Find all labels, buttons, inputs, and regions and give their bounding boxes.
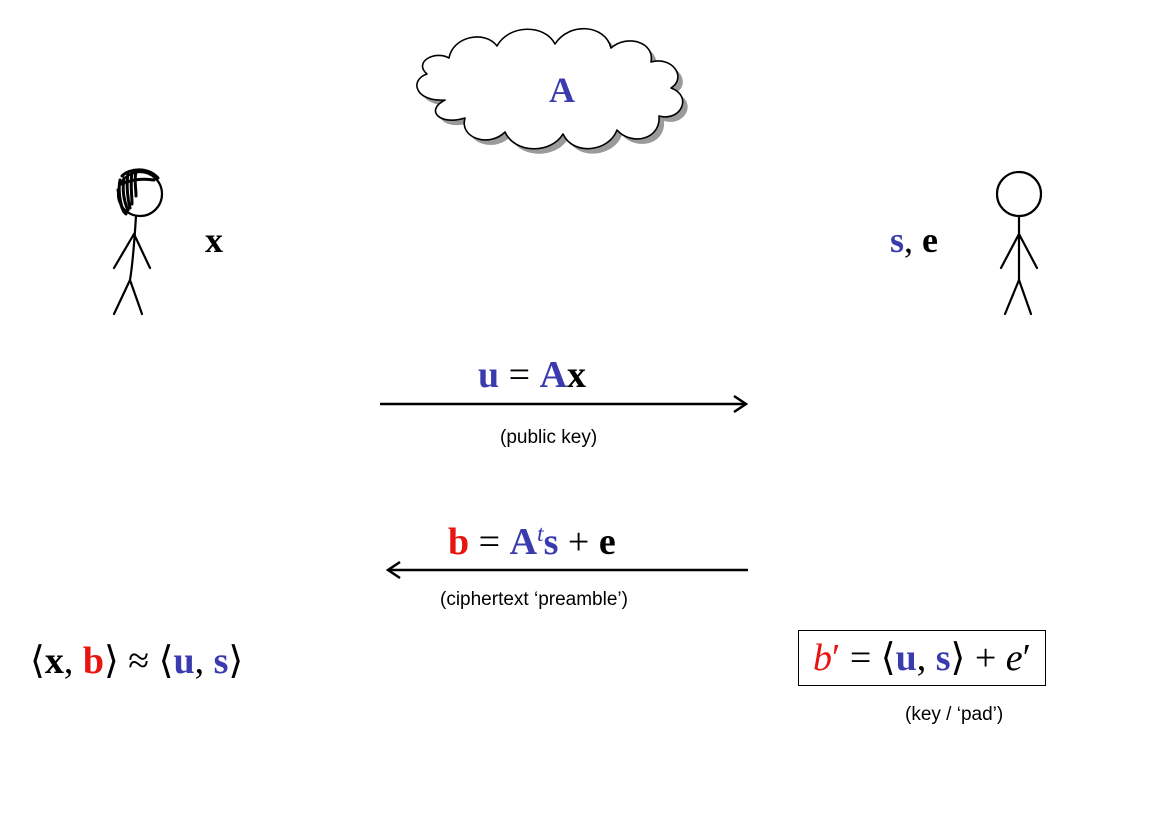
bob-result-eq: =: [840, 637, 881, 679]
stick-figure-with-hair-icon: [112, 168, 164, 316]
bob-result-s: s: [935, 637, 951, 679]
bob-result-open: ⟨: [880, 637, 896, 679]
message2-eq: =: [469, 521, 510, 563]
message1-caption: (public key): [500, 427, 598, 448]
bob-result-b: b: [813, 637, 832, 679]
bob-result-close: ⟩: [950, 637, 966, 679]
message2-caption: (ciphertext ‘preamble’): [440, 589, 628, 610]
message1-equation: u = Ax: [478, 356, 586, 394]
message2-A: A: [509, 521, 538, 563]
bob-result-comma: ,: [916, 637, 936, 679]
bob-result-caption: (key / ‘pad’): [905, 704, 1004, 725]
bob-result-prime2: ′: [1022, 637, 1031, 679]
message1-eq: =: [499, 354, 540, 396]
alice-result-u: u: [173, 640, 195, 682]
cloud-label: A: [549, 70, 575, 110]
bob-result-box: b′ = ⟨u, s⟩ + e′: [798, 630, 1046, 686]
message1-x: x: [567, 354, 587, 396]
bob-secrets: s, e: [890, 222, 938, 258]
message2-equation: b = Ats + e: [448, 521, 616, 563]
bob-result-plus: +: [965, 637, 1006, 679]
bob-secret-s: s: [890, 220, 905, 260]
alice-result-s: s: [213, 640, 229, 682]
alice-secret: x: [205, 220, 223, 260]
message2-b: b: [448, 521, 470, 563]
alice-result-open2: ⟨: [158, 640, 174, 682]
message2-transpose: t: [537, 521, 544, 548]
message1-u: u: [478, 354, 500, 396]
alice-result-comma2: ,: [194, 640, 214, 682]
alice-result-close2: ⟩: [228, 640, 244, 682]
message2-e: e: [598, 521, 616, 563]
cloud-group: A: [405, 22, 725, 162]
stick-figure-icon: [995, 170, 1043, 316]
arrow-right-icon: [380, 394, 749, 414]
alice-result-comma1: ,: [63, 640, 83, 682]
alice-result-approx: ≈: [118, 640, 159, 682]
cloud-icon: [416, 27, 688, 154]
message2-s: s: [543, 521, 559, 563]
arrow-left-icon: [385, 560, 748, 580]
bob-result-prime1: ′: [832, 637, 841, 679]
bob-result-u: u: [895, 637, 917, 679]
alice-result-b: b: [82, 640, 104, 682]
message2-plus: +: [558, 521, 599, 563]
alice-result-open: ⟨: [30, 640, 45, 682]
alice-result-close1: ⟩: [103, 640, 119, 682]
alice-result-x: x: [44, 640, 64, 682]
bob-result-e: e: [1005, 637, 1023, 679]
alice-result: ⟨x, b⟩ ≈ ⟨u, s⟩: [30, 642, 243, 680]
bob-secret-e: e: [922, 220, 938, 260]
message1-A: A: [539, 354, 568, 396]
bob-sep: ,: [904, 220, 923, 260]
